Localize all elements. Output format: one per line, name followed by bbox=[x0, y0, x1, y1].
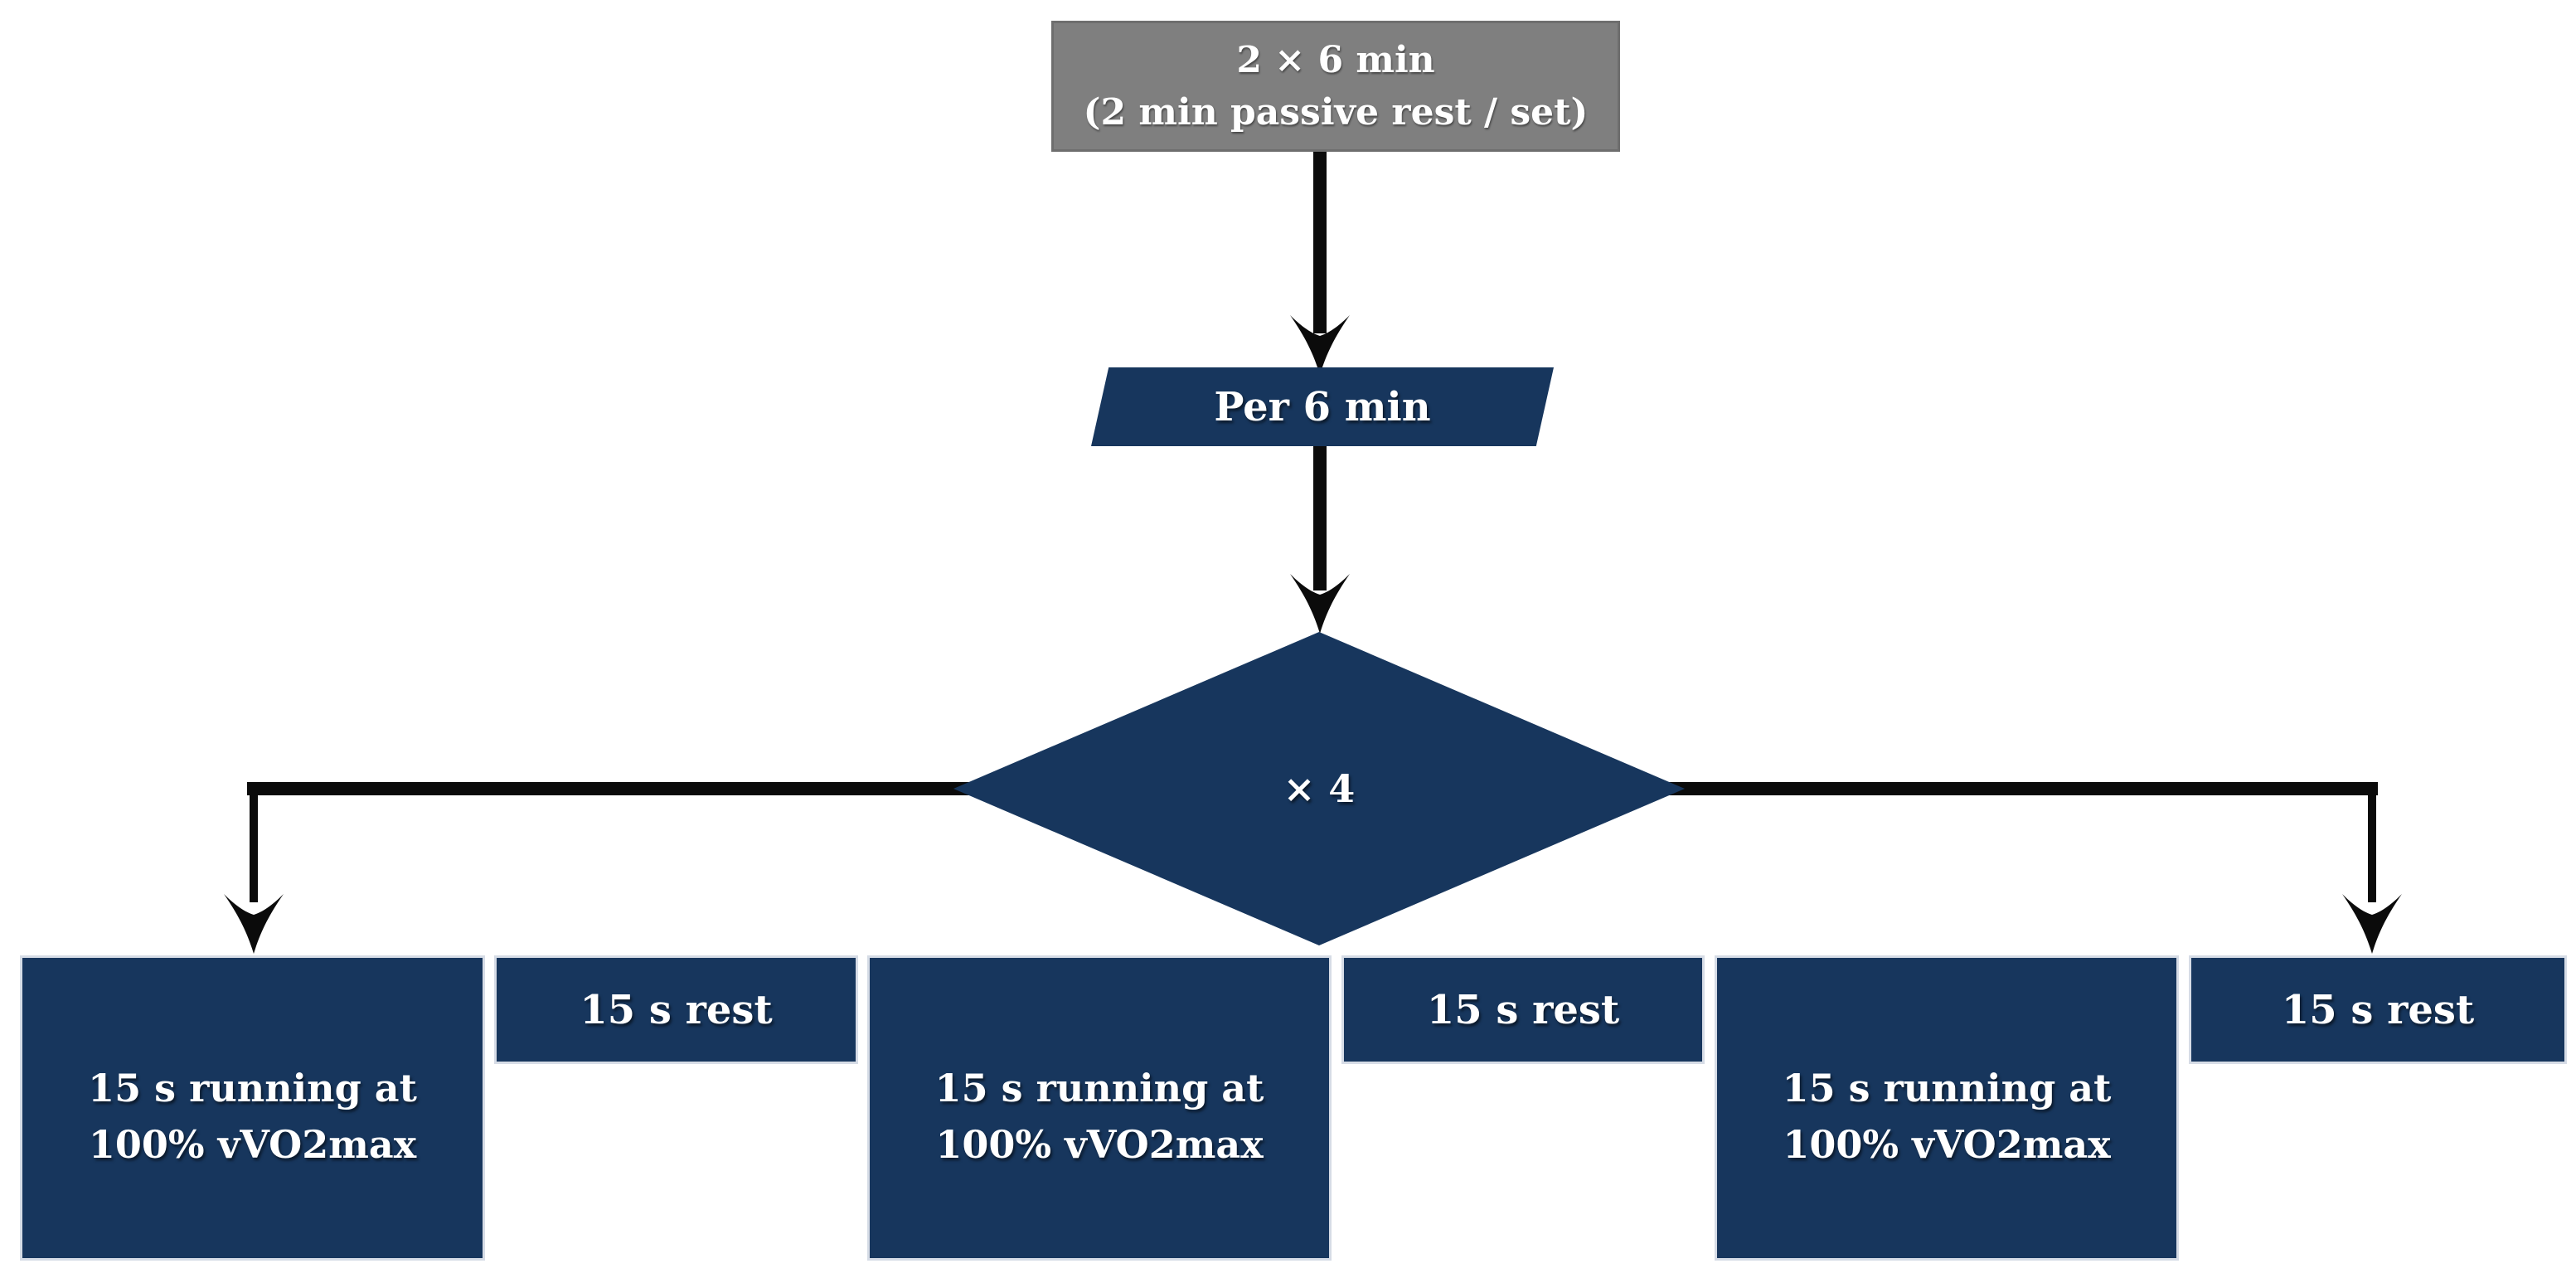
running-box-1: 15 s running at 100% vVO2max bbox=[20, 955, 485, 1261]
rest-box-2: 15 s rest bbox=[1341, 955, 1705, 1064]
rest-box-2-label: 15 s rest bbox=[1426, 986, 1620, 1033]
arrow-start-to-parallelogram bbox=[1290, 149, 1350, 375]
per-interval-parallelogram: Per 6 min bbox=[1091, 367, 1554, 446]
running-box-2: 15 s running at 100% vVO2max bbox=[867, 955, 1332, 1261]
start-node-line1: 2 × 6 min bbox=[1236, 39, 1435, 81]
start-node-line2: (2 min passive rest / set) bbox=[1083, 91, 1589, 134]
loop-diamond-label: × 4 bbox=[1283, 766, 1356, 811]
running-box-1-line2: 100% vVO2max bbox=[88, 1122, 417, 1167]
arrow-diamond-to-last-rest bbox=[1650, 782, 2402, 954]
per-interval-label: Per 6 min bbox=[1214, 383, 1431, 430]
rest-box-3: 15 s rest bbox=[2189, 955, 2567, 1064]
running-box-3-line2: 100% vVO2max bbox=[1783, 1122, 2111, 1167]
arrow-parallelogram-to-diamond bbox=[1290, 443, 1350, 634]
start-node: 2 × 6 min (2 min passive rest / set) bbox=[1051, 21, 1620, 152]
arrow-diamond-to-first-running bbox=[224, 782, 1011, 954]
running-box-2-line1: 15 s running at bbox=[934, 1066, 1264, 1110]
running-box-2-line2: 100% vVO2max bbox=[935, 1122, 1264, 1167]
rest-box-3-label: 15 s rest bbox=[2281, 986, 2475, 1033]
running-box-1-line1: 15 s running at bbox=[88, 1066, 417, 1110]
running-box-3: 15 s running at 100% vVO2max bbox=[1715, 955, 2179, 1261]
running-box-3-line1: 15 s running at bbox=[1782, 1066, 2112, 1110]
rest-box-1-label: 15 s rest bbox=[580, 986, 773, 1033]
rest-box-1: 15 s rest bbox=[494, 955, 858, 1064]
